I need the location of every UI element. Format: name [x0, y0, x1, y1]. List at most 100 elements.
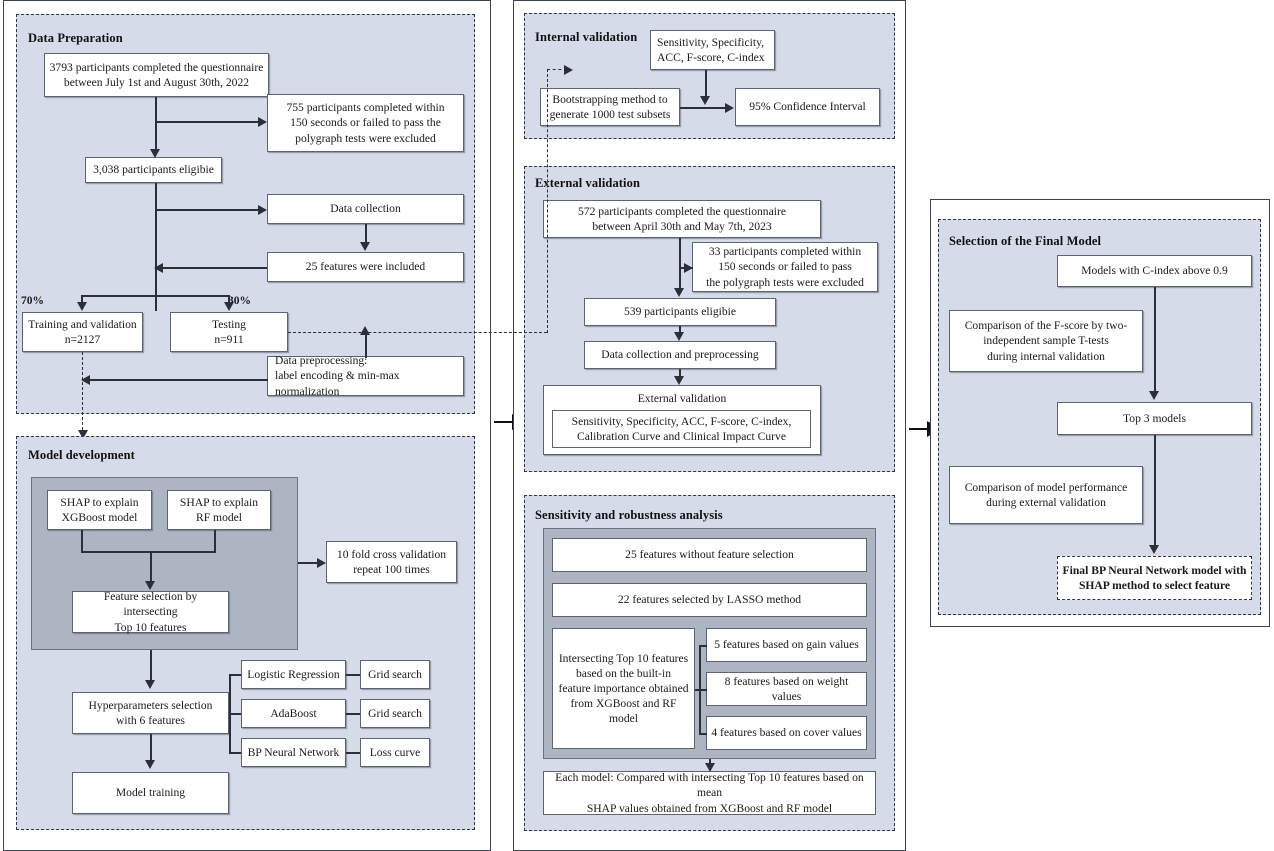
connector-enrolled-down	[155, 97, 157, 152]
box-line: 150 seconds or failed to pass the	[290, 116, 441, 130]
box-line: RF model	[195, 511, 243, 524]
box-line: Loss curve	[369, 745, 421, 759]
box-line: Grid search	[368, 667, 422, 681]
box-line: Final BP Neural Network model with	[1062, 563, 1247, 577]
arrowhead-into-internal-validation	[564, 65, 573, 75]
box-model-training: Model training	[72, 772, 229, 814]
box-internal-metrics: Sensitivity, Specificity, ACC, F-score, …	[650, 30, 775, 70]
dashdot-training-to-model-dev	[82, 352, 83, 435]
box-line: Comparison of model performance	[964, 480, 1128, 494]
arrowhead-to-features	[360, 242, 370, 251]
box-line: Models with C-index above 0.9	[1081, 264, 1228, 278]
panel-title-sensitivity-analysis: Sensitivity and robustness analysis	[535, 508, 723, 522]
box-line: n=911	[214, 333, 244, 346]
box-fscore-comparison: Comparison of the F-score by two- indepe…	[949, 310, 1143, 372]
connector-ext-collection-down	[679, 369, 681, 377]
box-grid-search-2: Grid search	[360, 699, 430, 728]
box-ext-enrolled: 572 participants completed the questionn…	[543, 200, 821, 238]
connector-group-to-eachmodel	[709, 759, 711, 765]
box-models-c-index: Models with C-index above 0.9	[1057, 255, 1252, 287]
box-line: Top 10 features	[114, 620, 187, 634]
arrowhead-metrics-down	[700, 96, 710, 105]
arrowhead-preprocessing-up	[360, 326, 370, 335]
box-line: Bootstrapping method to	[552, 92, 668, 106]
box-line: during external validation	[986, 496, 1106, 509]
box-line: generate 1000 test subsets	[549, 108, 671, 121]
connector-eligible-to-collection	[155, 209, 258, 211]
connector-enrolled-to-excluded	[155, 121, 258, 123]
connector-shap-join	[81, 551, 216, 553]
arrowhead-to-collection	[258, 205, 267, 215]
arrowhead-to-ci	[725, 103, 734, 113]
box-grid-search-1: Grid search	[360, 660, 430, 689]
box-ext-eligible: 539 participants eligibie	[584, 298, 776, 326]
box-line: Testing	[212, 317, 246, 331]
arrowhead-to-cv	[317, 558, 326, 568]
box-line: Calibration Curve and Clinical Impact Cu…	[577, 430, 786, 443]
connector-models-bus	[229, 674, 231, 752]
box-confidence-interval: 95% Confidence Interval	[735, 88, 880, 126]
box-line: Intersecting Top 10 features	[558, 651, 689, 665]
box-lasso-features: 22 features selected by LASSO method	[552, 583, 867, 617]
box-line: 8 features based on weight values	[724, 674, 849, 703]
box-eligible-participants: 3,038 participants eligibie	[85, 157, 222, 183]
box-ext-collection: Data collection and preprocessing	[584, 341, 776, 369]
box-features-included: 25 features were included	[267, 252, 464, 282]
connector-cindex-to-top3	[1154, 287, 1156, 393]
box-line: 25 features without feature selection	[625, 548, 794, 562]
box-line: the polygraph tests were excluded	[706, 275, 864, 289]
box-data-collection: Data collection	[267, 194, 464, 224]
box-hyperparameters: Hyperparameters selection with 6 feature…	[72, 692, 229, 734]
box-intersecting-top10: Intersecting Top 10 features based on th…	[552, 628, 695, 749]
box-ext-excluded: 33 participants completed within 150 sec…	[692, 242, 878, 292]
connector-collection-to-features	[365, 224, 367, 243]
dashdot-testing-right	[288, 332, 547, 333]
arrowhead-to-testing	[224, 302, 234, 311]
box-line: ACC, F-score, C-index	[657, 51, 765, 64]
box-line: from XGBoost and RF model	[570, 697, 677, 726]
connector-eligible-down	[155, 183, 157, 311]
dashdot-into-internal	[547, 69, 567, 70]
connector-hyper-to-training	[150, 734, 152, 762]
box-top3-models: Top 3 models	[1057, 402, 1252, 435]
box-line: 539 participants eligibie	[623, 305, 737, 319]
arrowhead-to-model-training	[145, 760, 155, 769]
arrowhead-ext-excluded	[684, 263, 693, 273]
arrowhead-to-each-model	[705, 763, 715, 772]
arrowhead-features-to-trunk	[154, 263, 163, 273]
box-line: 150 seconds or failed to pass	[718, 260, 852, 274]
connector-shaprf-down	[214, 530, 216, 552]
connector-ext-eligible-down	[679, 326, 681, 334]
arrowhead-to-excluded	[258, 117, 267, 127]
connector-features-to-trunk	[163, 267, 267, 269]
connector-shap-to-fs	[150, 551, 152, 583]
connector-split-left	[81, 295, 83, 304]
panel-title-final-model: Selection of the Final Model	[949, 234, 1102, 248]
box-line: Comparison of the F-score by two-	[964, 319, 1128, 333]
arrowhead-to-eligible	[150, 149, 160, 158]
box-line: 4 features based on cover values	[711, 726, 862, 740]
box-line: 3793 participants completed the question…	[49, 60, 264, 74]
arrowhead-ext-validation	[674, 376, 684, 385]
arrowhead-preprocessing-left	[81, 375, 90, 385]
box-line: Feature selection by intersecting	[103, 590, 198, 619]
arrowhead-to-top3	[1149, 391, 1159, 400]
arrowhead-to-feature-selection	[145, 581, 155, 590]
connector-bus-to-bp	[229, 752, 241, 754]
connector-ext-enrolled-down	[679, 238, 681, 290]
connector-bootstrap-to-ci	[680, 107, 726, 109]
box-final-model: Final BP Neural Network model with SHAP …	[1057, 556, 1252, 600]
arrowhead-to-hyperparameters	[145, 680, 155, 689]
box-line: Model training	[115, 786, 186, 800]
box-cover-values: 4 features based on cover values	[706, 716, 867, 750]
box-line: SHAP method to select feature	[1078, 579, 1231, 592]
box-line: 22 features selected by LASSO method	[617, 593, 802, 607]
box-line: Data preprocessing:	[275, 354, 368, 368]
box-line: Data collection and preprocessing	[601, 348, 759, 362]
box-line: Logistic Regression	[247, 667, 340, 681]
box-line: Data collection	[330, 202, 401, 216]
box-line: BP Neural Network	[247, 745, 340, 759]
box-line: Top 3 models	[1123, 411, 1186, 425]
box-line: Grid search	[368, 706, 422, 720]
connector-bus-to-lr	[229, 674, 241, 676]
